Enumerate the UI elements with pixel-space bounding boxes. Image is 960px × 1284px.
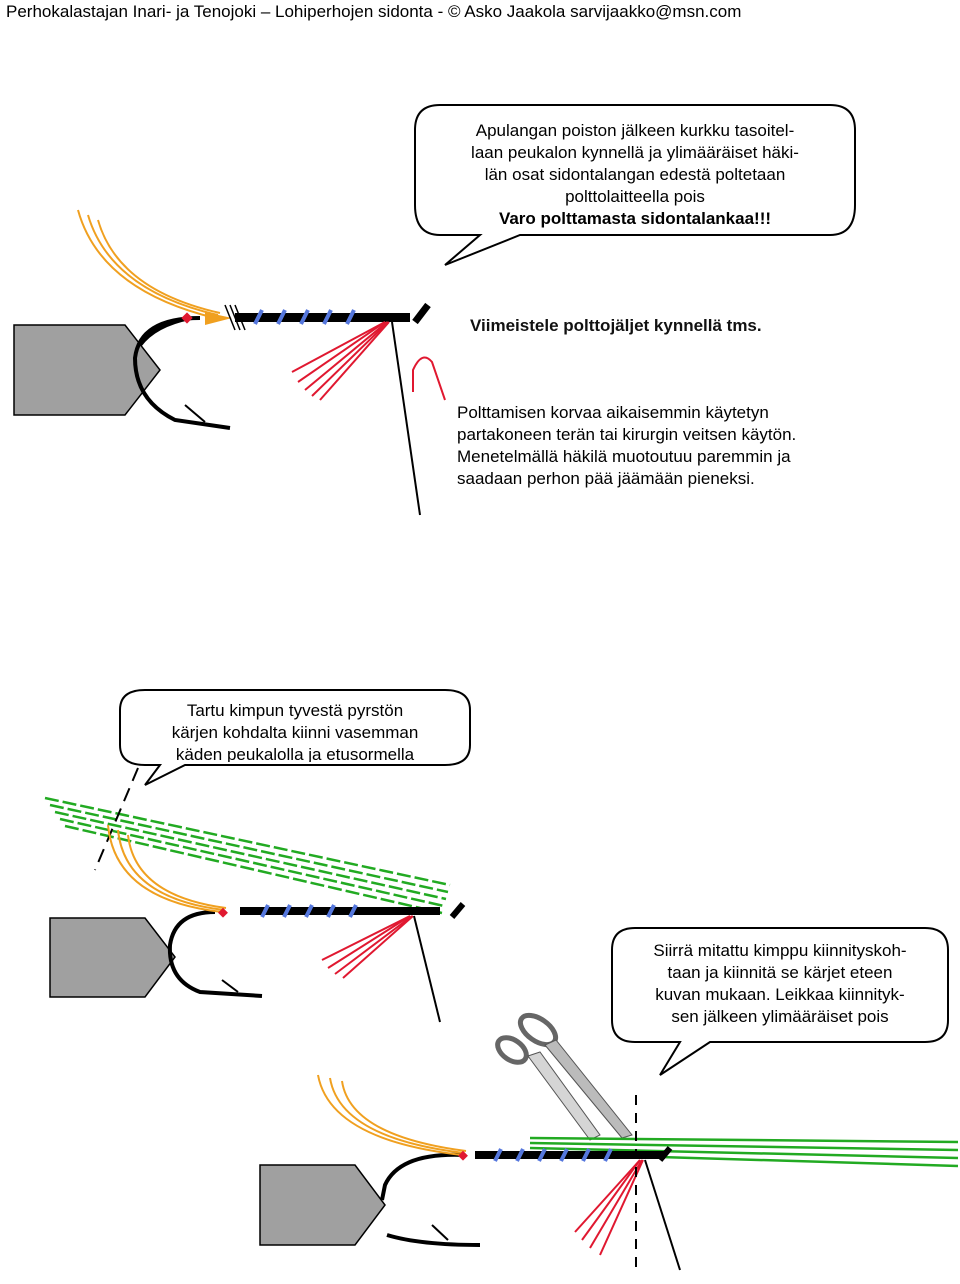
bubble-2-line: käden peukalolla ja etusormella	[175, 745, 415, 762]
bubble-2-line: kärjen kohdalta kiinni vasemman	[171, 723, 419, 742]
hook-eye-weight	[259, 1164, 386, 1246]
burn-note-line: Polttamisen korvaa aikaisemmin käytetyn	[457, 403, 769, 422]
bubble-3-text: Siirrä mitattu kimppu kiinnityskoh- taan…	[615, 940, 945, 1028]
burn-note: Polttamisen korvaa aikaisemmin käytetyn …	[457, 402, 877, 490]
page-header: Perhokalastajan Inari- ja Tenojoki – Loh…	[6, 2, 742, 21]
bubble-3-line: Siirrä mitattu kimppu kiinnityskoh-	[653, 941, 907, 960]
bubble-2-text: Tartu kimpun tyvestä pyrstön kärjen kohd…	[125, 700, 465, 762]
burn-note-line: partakoneen terän tai kirurgin veitsen k…	[457, 425, 797, 444]
bubble-2-line: Tartu kimpun tyvestä pyrstön	[186, 701, 404, 720]
hook-eye-weight	[49, 917, 176, 998]
bubble-3-line: taan ja kiinnitä se kärjet eteen	[667, 963, 893, 982]
speech-bubble-2	[119, 689, 471, 786]
bubble-1-line: laan peukalon kynnellä ja ylimääräiset h…	[471, 143, 799, 162]
burn-note-line: saadaan perhon pää jäämään pieneksi.	[457, 469, 755, 488]
bubble-3-line: kuvan mukaan. Leikkaa kiinnityk-	[655, 985, 905, 1004]
bubble-3-line: sen jälkeen ylimääräiset pois	[671, 1007, 889, 1026]
hook-figure-2	[44, 767, 466, 1023]
hook-eye-weight	[13, 324, 161, 416]
speech-bubble-1	[414, 104, 856, 266]
bubble-1-line: polttolaitteella pois	[565, 187, 705, 206]
bubble-1-text: Apulangan poiston jälkeen kurkku tasoite…	[425, 120, 845, 230]
hook-figure-1	[13, 209, 446, 516]
bubble-1-line: län osat sidontalangan edestä poltetaan	[484, 165, 786, 184]
scissors-icon	[495, 1012, 633, 1141]
burn-note-line: Menetelmällä häkilä muotoutuu paremmin j…	[457, 447, 791, 466]
speech-bubble-3	[611, 927, 949, 1076]
finish-note: Viimeistele polttojäljet kynnellä tms.	[470, 316, 762, 335]
bubble-1-warning: Varo polttamasta sidontalankaa!!!	[498, 209, 772, 228]
hook-figure-3	[259, 1074, 959, 1271]
bubble-1-line: Apulangan poiston jälkeen kurkku tasoite…	[475, 121, 795, 140]
